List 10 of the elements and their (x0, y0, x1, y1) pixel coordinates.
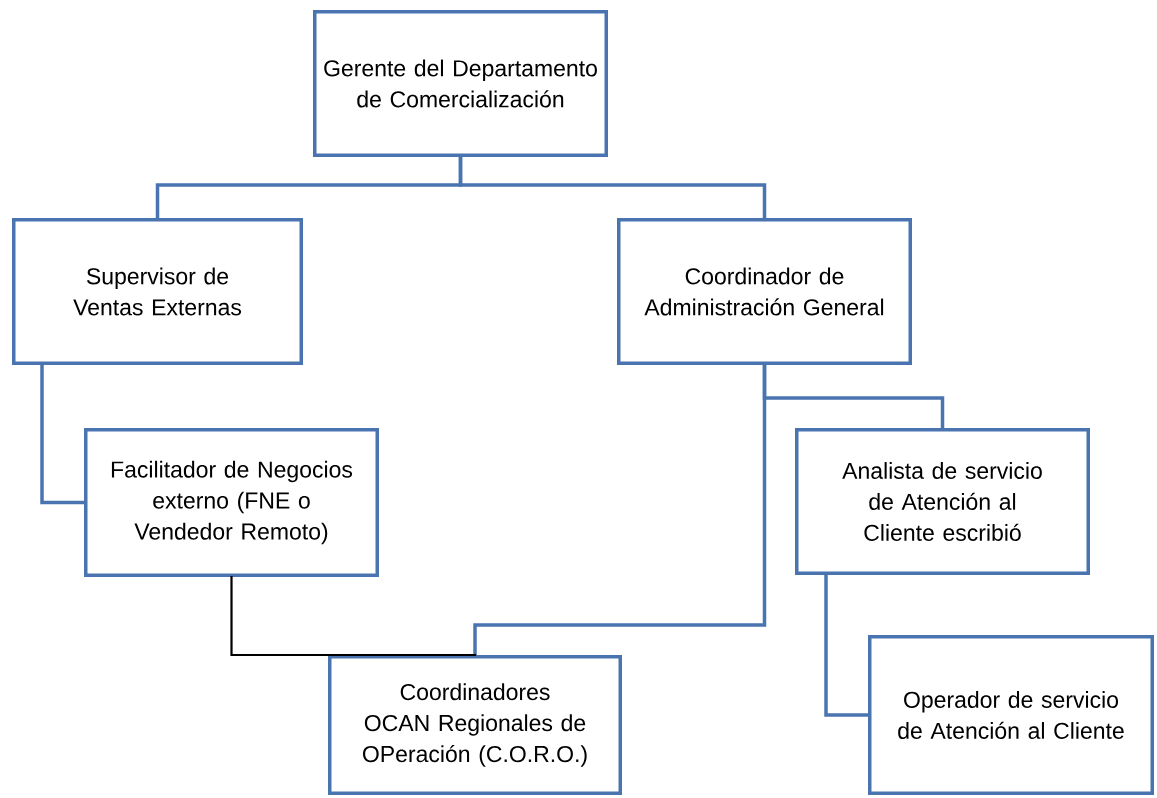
org-box: Analista de servicio de Atención al Cliente escribió (795, 428, 1090, 575)
org-box: Supervisor de Ventas Externas (12, 218, 303, 365)
org-box: Coordinador de Administración General (617, 218, 912, 365)
connector-line (458, 155, 767, 220)
connector-line (230, 575, 477, 657)
org-box: Facilitador de Negocios externo (FNE o Vendedor Remoto) (84, 428, 379, 577)
org-box: Gerente del Departamento de Comercialización (313, 10, 608, 157)
org-box: Coordinadores OCAN Regionales de OPeración (C.O.R.O.) (328, 655, 622, 795)
org-box: Operador de servicio de Atención al Cliente (868, 635, 1154, 795)
connector-line (473, 363, 767, 657)
